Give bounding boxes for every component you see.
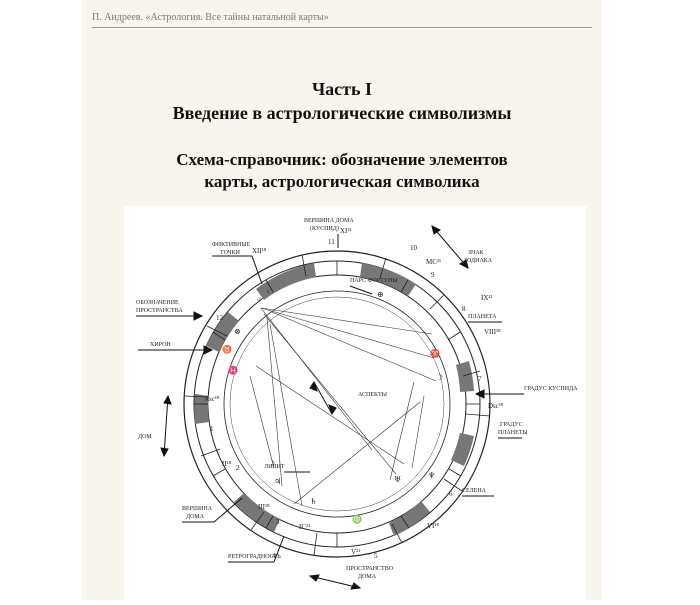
label-house-top-2: (КУСПИД) [310, 225, 339, 232]
diagram-background [124, 206, 586, 600]
cusp-ic: IC²¹ [299, 523, 310, 531]
label-planet: ПЛАНЕТА [468, 314, 497, 320]
label-house-top-1: ВЕРШИНА ДОМА [304, 218, 354, 224]
planet-glyph-8: ♃ [274, 477, 281, 486]
label-space-1: ОБОЗНАЧЕНИЕ [136, 300, 179, 306]
sector-shade-1 [256, 263, 316, 300]
label-space-2: ПРОСТРАНСТВА [136, 308, 183, 314]
planet-glyph-1: ♂ [256, 295, 262, 304]
sign-dividers [194, 261, 480, 547]
cusp-dsc: Dsc¹⁸ [488, 402, 504, 410]
planet-glyph-9: ☽ [436, 373, 443, 382]
house-number-11: 11 [328, 238, 335, 246]
house-cusp-lines [183, 254, 491, 556]
label-planet-degree-1: ГРАДУС [500, 422, 523, 428]
cusp-ix: IX²¹ [481, 294, 493, 302]
planet-ring [223, 290, 451, 518]
cusp-viii: VIII¹⁸ [484, 328, 501, 336]
sector-shade-2 [360, 263, 416, 296]
header-rule [92, 27, 592, 28]
sector-shade-4 [456, 361, 474, 392]
sector-shade-3 [206, 312, 239, 352]
house-number-12: 12 [216, 314, 224, 322]
scheme-title-line1: Схема-справочник: обозначение элементов [176, 150, 508, 169]
house-number-8: 8 [462, 305, 466, 313]
label-sign-2: ЗОДИАКА [464, 258, 493, 264]
label-lilith: ЛИЛИТ [264, 464, 285, 470]
cusp-asc: Asc¹⁸ [204, 395, 220, 403]
label-chiron: ХИРОН [150, 342, 171, 348]
sector-shade-5 [194, 394, 209, 424]
house-number-5: 5 [374, 552, 378, 560]
planet-glyph-7: ☽ [268, 459, 275, 468]
scheme-title-line2: карты, астрологическая символика [204, 172, 480, 191]
label-planet-degree-2: ПЛАНЕТЫ [498, 430, 528, 436]
house-number-2: 2 [236, 464, 240, 472]
planet-glyphs: ♂ ♀ ⊗ ♉ ♓ ♄ ☽ ♃ ☽ ♆ ♅ ♍ ⊕ ♈ [222, 287, 443, 524]
house-number-7: 7 [478, 375, 482, 383]
outer-circle [183, 250, 491, 558]
annotation-arrows [160, 225, 485, 590]
label-fictive-1: ФИКТИВНЫЕ [212, 242, 251, 248]
label-cusp-degree: ГРАДУС КУСПИДА [524, 386, 578, 392]
label-fortune: ПАРС ФОРТУНЫ [350, 278, 398, 284]
cusp-xi: XI²¹ [340, 227, 352, 235]
planet-glyph-10: ♆ [428, 471, 435, 480]
planet-glyph-12: ♍ [352, 514, 362, 524]
sector-shade-6 [234, 493, 280, 532]
aspect-circle [229, 296, 445, 512]
planet-glyph-13: ⊕ [377, 290, 384, 299]
label-house-vertex-2: ДОМА [186, 514, 205, 520]
cusp-v: V²¹ [351, 548, 360, 556]
label-house-vertex-1: ВЕРШИНА [182, 506, 213, 512]
planet-glyph-3: ⊗ [234, 327, 241, 336]
planet-glyph-14: ♈ [430, 348, 440, 358]
label-selena: СЕЛЕНА [462, 488, 487, 494]
label-retro: РЕТРОГРАДНОСТЬ [228, 554, 281, 560]
cusp-ii: II¹⁸ [222, 460, 232, 468]
sector-shade-7 [389, 501, 430, 536]
natal-chart-diagram: ♂ ♀ ⊗ ♉ ♓ ♄ ☽ ♃ ☽ ♆ ♅ ♍ ⊕ ♈ 1 2 3 4 5 6 [124, 206, 586, 600]
sector-shade-8 [451, 433, 474, 466]
book-page: П. Андреев. «Астрология. Все тайны натал… [82, 0, 602, 600]
label-house: ДОМ [138, 434, 152, 440]
annotation-leaders [136, 234, 524, 563]
house-number-1: 1 [210, 425, 214, 433]
house-number-6: 6 [449, 490, 453, 498]
planet-glyph-4: ♉ [222, 344, 232, 354]
planet-glyph-2: ♀ [265, 287, 271, 296]
house-number-10: 10 [410, 244, 418, 252]
running-head: П. Андреев. «Астрология. Все тайны натал… [92, 12, 329, 23]
planet-glyph-6: ♄ [310, 497, 317, 506]
planet-glyph-11: ♅ [394, 475, 401, 484]
part-subtitle: Введение в астрологические символизмы [172, 103, 512, 123]
planet-glyph-5: ♓ [228, 365, 238, 375]
cusp-iii: III¹⁸ [258, 503, 270, 511]
label-house-space-1: ПРОСТРАНСТВО [346, 566, 394, 572]
label-aspects: АСПЕКТЫ [358, 392, 388, 398]
natal-chart-svg: ♂ ♀ ⊗ ♉ ♓ ♄ ☽ ♃ ☽ ♆ ♅ ♍ ⊕ ♈ 1 2 3 4 5 6 [124, 206, 586, 600]
house-number-4: 4 [272, 552, 276, 560]
cusp-vi: VI¹⁸ [427, 522, 439, 530]
cusp-xii: XII¹⁸ [252, 247, 267, 255]
cusp-mc: MC²¹ [426, 258, 441, 266]
label-house-space-2: ДОМА [358, 574, 377, 580]
part-title: Часть I [311, 79, 373, 99]
label-fictive-2: ТОЧКИ [220, 250, 241, 256]
label-sign-1: ЗНАК [468, 250, 485, 256]
aspect-lines [249, 307, 437, 507]
house-number-3: 3 [276, 518, 280, 526]
house-number-9: 9 [431, 271, 435, 279]
